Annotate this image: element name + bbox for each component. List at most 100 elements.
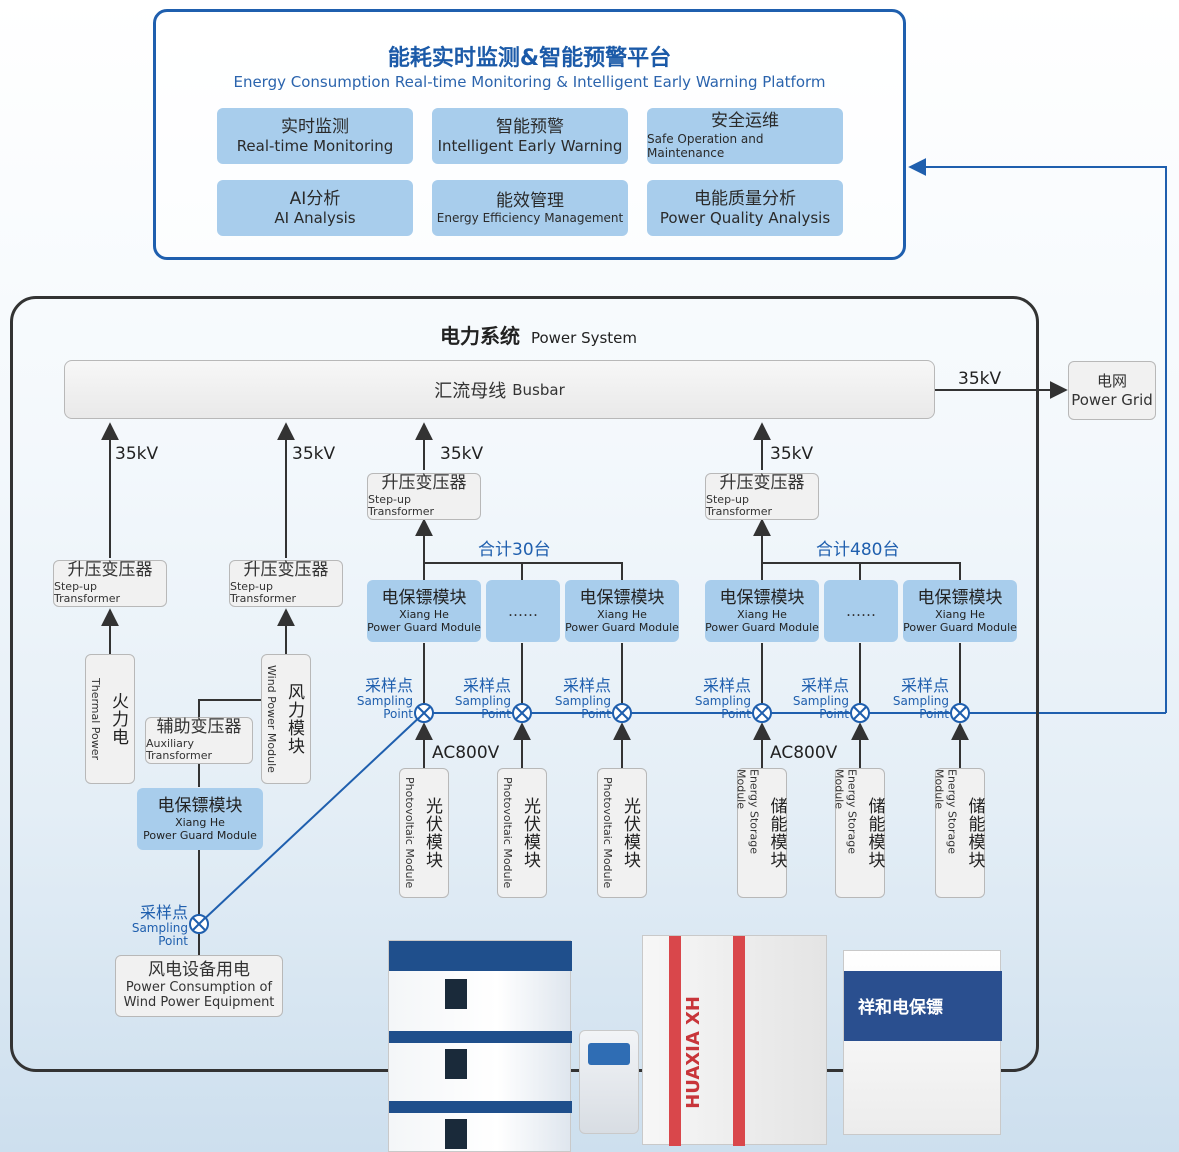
power-guard-module: 电保镖模块 Xiang He Power Guard Module	[903, 580, 1017, 642]
guard-label-cn: 电保镖模块	[719, 587, 805, 608]
power-system-title-en: Power System	[530, 329, 638, 347]
guard-label-cn: 电保镖模块	[917, 587, 1003, 608]
sampling-symbol	[189, 914, 209, 934]
power-system-title: 电力系统 Power System	[440, 320, 740, 349]
ac-voltage-label: AC800V	[432, 743, 500, 763]
transformer-label-cn: 升压变压器	[67, 560, 153, 581]
guard-label-en2: Power Guard Module	[143, 829, 257, 843]
storage-label-cn: 储能模块	[864, 797, 885, 869]
function-energy-efficiency[interactable]: 能效管理 Energy Efficiency Management	[432, 180, 628, 236]
sampling-point-label: 采样点 Sampling Point	[525, 677, 611, 721]
sampling-label-cn: 采样点	[562, 676, 611, 695]
sampling-label-en: Sampling Point	[131, 920, 188, 948]
energy-storage-module: Energy Storage Module 储能模块	[832, 768, 885, 898]
guard-label-en1: Xiang He	[399, 608, 449, 621]
function-label-en: AI Analysis	[274, 209, 356, 228]
sampling-point-label: 采样点 Sampling Point	[763, 677, 849, 721]
sampling-symbol	[752, 703, 772, 723]
transformer-label-en: Step-up Transformer	[230, 579, 297, 606]
thermal-power-box: Thermal Power 火力电	[85, 654, 135, 784]
step-up-transformer-pv: 升压变压器 Step-up Transformer	[367, 473, 481, 520]
guard-label-cn: 电保镖模块	[381, 587, 467, 608]
sampling-point-label: 采样点 Sampling Point	[863, 677, 949, 721]
power-guard-module: 电保镖模块 Xiang He Power Guard Module	[565, 580, 679, 642]
total-count-label: 合计480台	[816, 540, 900, 560]
sampling-symbol	[950, 703, 970, 723]
sampling-label-en: Sampling Point	[454, 693, 511, 721]
guard-label-en1: Xiang He	[597, 608, 647, 621]
ac-voltage-label: AC800V	[770, 743, 838, 763]
function-realtime-monitoring[interactable]: 实时监测 Real-time Monitoring	[217, 108, 413, 164]
sampling-point-label: 采样点 Sampling Point	[665, 677, 751, 721]
pv-label-cn: 光伏模块	[422, 797, 442, 869]
wind-label-en: Wind Power Module	[265, 665, 278, 773]
function-label-cn: 能效管理	[496, 190, 564, 211]
meter-display	[588, 1043, 630, 1065]
step-up-transformer-thermal: 升压变压器 Step-up Transformer	[53, 560, 167, 607]
ellipsis-module: ……	[486, 580, 560, 642]
cabinet-band	[389, 1101, 572, 1113]
function-label-en: Power Quality Analysis	[659, 209, 831, 228]
storage-label-en: Energy Storage Module	[832, 769, 859, 855]
step-up-transformer-wind: 升压变压器 Step-up Transformer	[229, 560, 343, 607]
sampling-point-label: 采样点 Sampling Point	[100, 904, 188, 948]
thermal-label-en: Thermal Power	[89, 677, 102, 761]
sampling-symbol	[612, 703, 632, 723]
sampling-symbol	[850, 703, 870, 723]
huaxia-product-image: HUAXIA XH	[642, 935, 827, 1146]
storage-label-en: Energy Storage Module	[734, 769, 761, 855]
photovoltaic-module: Photovoltaic Module 光伏模块	[497, 768, 547, 898]
function-label-cn: 安全运维	[711, 111, 779, 132]
power-guard-module-wind: 电保镖模块 Xiang He Power Guard Module	[137, 788, 263, 850]
sampling-label-en: Sampling Point	[554, 693, 611, 721]
sampling-symbol	[512, 703, 532, 723]
transformer-label-cn: 升压变压器	[719, 473, 805, 494]
function-label-cn: 智能预警	[496, 116, 564, 137]
huaxia-brand-text: HUAXIA XH	[683, 996, 704, 1109]
sampling-label-en: Sampling Point	[792, 693, 849, 721]
function-label-cn: 电能质量分析	[694, 188, 796, 209]
red-stripe	[733, 936, 745, 1146]
function-safe-operation[interactable]: 安全运维 Safe Operation and Maintenance	[647, 108, 843, 164]
sampling-point-label: 采样点 Sampling Point	[327, 677, 413, 721]
box-label: 祥和电保镖	[858, 998, 943, 1018]
red-stripe	[669, 936, 681, 1146]
guard-label-en2: Power Guard Module	[565, 621, 679, 635]
aux-label-en: Auxiliary Transformer	[146, 736, 213, 763]
function-early-warning[interactable]: 智能预警 Intelligent Early Warning	[432, 108, 628, 164]
power-guard-module: 电保镖模块 Xiang He Power Guard Module	[705, 580, 819, 642]
total-count-label: 合计30台	[478, 540, 551, 560]
energy-storage-module: Energy Storage Module 储能模块	[734, 768, 787, 898]
busbar-label-en: Busbar	[512, 380, 565, 399]
auxiliary-transformer: 辅助变压器 Auxiliary Transformer	[145, 717, 253, 764]
guard-label-cn: 电保镖模块	[579, 587, 665, 608]
storage-label-cn: 储能模块	[964, 797, 985, 869]
sampling-label-cn: 采样点	[462, 676, 511, 695]
sampling-label-cn: 采样点	[139, 903, 188, 922]
guard-label-en2: Power Guard Module	[367, 621, 481, 635]
power-guard-module: 电保镖模块 Xiang He Power Guard Module	[367, 580, 481, 642]
meter-product-image	[579, 1030, 639, 1134]
platform-title: 能耗实时监测&智能预警平台	[387, 46, 672, 71]
platform-subtitle: Energy Consumption Real-time Monitoring …	[233, 73, 826, 91]
wind-equip-label-en1: Power Consumption of	[125, 979, 273, 995]
wind-label-cn: 风力模块	[284, 683, 304, 755]
cabinet-screen	[445, 1119, 467, 1149]
guard-label-en1: Xiang He	[935, 608, 985, 621]
photovoltaic-module: Photovoltaic Module 光伏模块	[399, 768, 449, 898]
function-power-quality[interactable]: 电能质量分析 Power Quality Analysis	[647, 180, 843, 236]
function-ai-analysis[interactable]: AI分析 AI Analysis	[217, 180, 413, 236]
guard-label-cn: 电保镖模块	[157, 795, 243, 816]
box-blue-band	[844, 971, 1002, 1041]
transformer-label-en: Step-up Transformer	[368, 492, 435, 519]
sampling-label-cn: 采样点	[364, 676, 413, 695]
function-label-en: Intelligent Early Warning	[437, 137, 623, 156]
transformer-label-cn: 升压变压器	[243, 560, 329, 581]
voltage-label: 35kV	[770, 444, 814, 464]
wind-equip-label-cn: 风电设备用电	[148, 960, 250, 981]
photovoltaic-module: Photovoltaic Module 光伏模块	[597, 768, 647, 898]
function-label-en: Safe Operation and Maintenance	[647, 131, 764, 161]
sampling-label-en: Sampling Point	[892, 693, 949, 721]
transformer-label-en: Step-up Transformer	[54, 579, 121, 606]
